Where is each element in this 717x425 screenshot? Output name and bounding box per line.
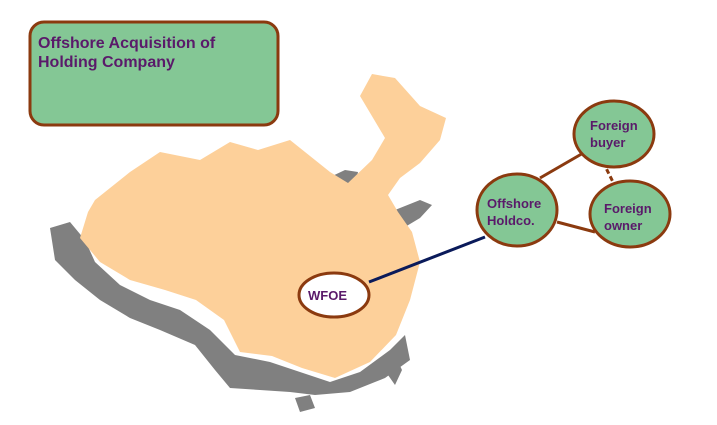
node-wfoe: WFOE (297, 271, 371, 319)
buyer-holdco-link (539, 150, 586, 180)
neighbor-land (50, 170, 432, 412)
wfoe-holdco-link (368, 235, 486, 284)
title-box (28, 20, 280, 127)
node-foreign-owner: Foreign owner (588, 179, 672, 249)
node-label: Offshore (487, 196, 541, 211)
node-label: WFOE (308, 288, 347, 303)
node-label: Foreign (604, 201, 652, 216)
node-offshore-holdco: Offshore Holdco. (475, 172, 559, 248)
holdco-owner-link (556, 220, 596, 234)
node-foreign-buyer: Foreign buyer (572, 99, 656, 169)
node-label: owner (604, 218, 642, 233)
node-label: Holdco. (487, 213, 535, 228)
node-label: Foreign (590, 118, 638, 133)
diagram-title: Offshore Acquisition of Holding Company (38, 35, 216, 71)
node-label: buyer (590, 135, 625, 150)
